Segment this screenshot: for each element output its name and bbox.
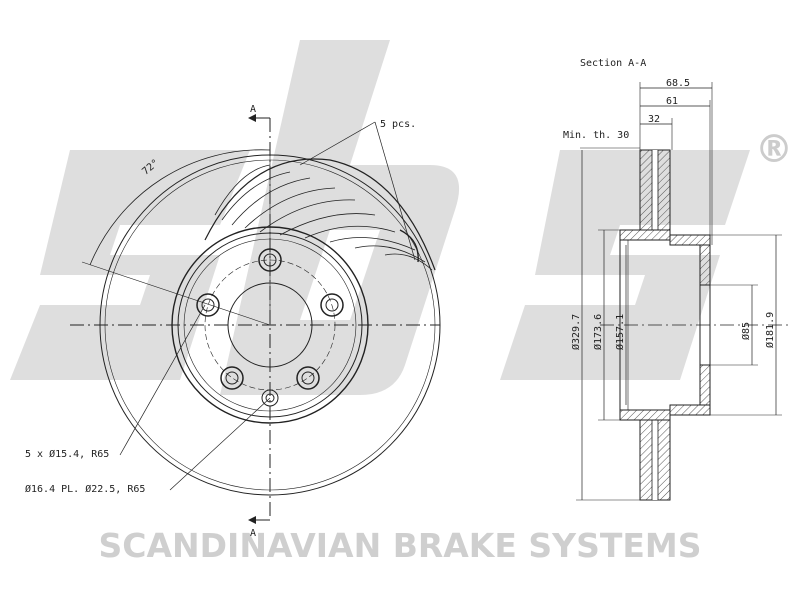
pilot-hole-label: Ø16.4 PL. Ø22.5, R65	[25, 483, 145, 495]
registered-mark: ®	[755, 127, 793, 171]
vanes-label: 5 pcs.	[380, 119, 416, 130]
bolt-hole	[196, 293, 220, 317]
vanes-leader-1	[299, 121, 376, 166]
bolt-holes-label: 5 x Ø15.4, R65	[25, 448, 109, 460]
vanes-leader-2	[374, 121, 416, 261]
dim-total-height-value: 68.5	[666, 78, 690, 89]
bolt-hole	[320, 293, 344, 317]
angle-ref-line-1	[81, 261, 271, 326]
dim-d1-value: Ø173.6	[592, 314, 604, 350]
bolt-holes	[196, 248, 344, 407]
pilot-hole-leader	[169, 397, 271, 491]
bolt-hole	[258, 248, 282, 272]
dim-center-bore-value: Ø85	[740, 322, 752, 340]
section-marker-top: A	[250, 104, 256, 115]
bolt-holes-leader	[119, 304, 206, 456]
section-marker-bottom: A	[250, 528, 256, 539]
brand-watermark-logo	[10, 40, 750, 395]
pilot-hole	[261, 389, 279, 407]
dim-outer-diameter-value: Ø329.7	[570, 314, 582, 350]
dim-hat-depth-value: 61	[666, 96, 678, 107]
dim-d3-value: Ø181.9	[764, 312, 776, 348]
bolt-hole	[296, 366, 320, 390]
angle-arc	[89, 149, 271, 266]
section-view	[576, 82, 790, 501]
company-name-watermark: SCANDINAVIAN BRAKE SYSTEMS	[99, 526, 702, 565]
vane-cutaway	[204, 158, 436, 271]
dim-d2-value: Ø157.1	[614, 314, 626, 350]
section-title: Section A-A	[580, 58, 646, 69]
dim-thickness-value: 32	[648, 114, 660, 125]
bolt-hole	[220, 366, 244, 390]
min-thickness-label: Min. th. 30	[563, 130, 629, 141]
